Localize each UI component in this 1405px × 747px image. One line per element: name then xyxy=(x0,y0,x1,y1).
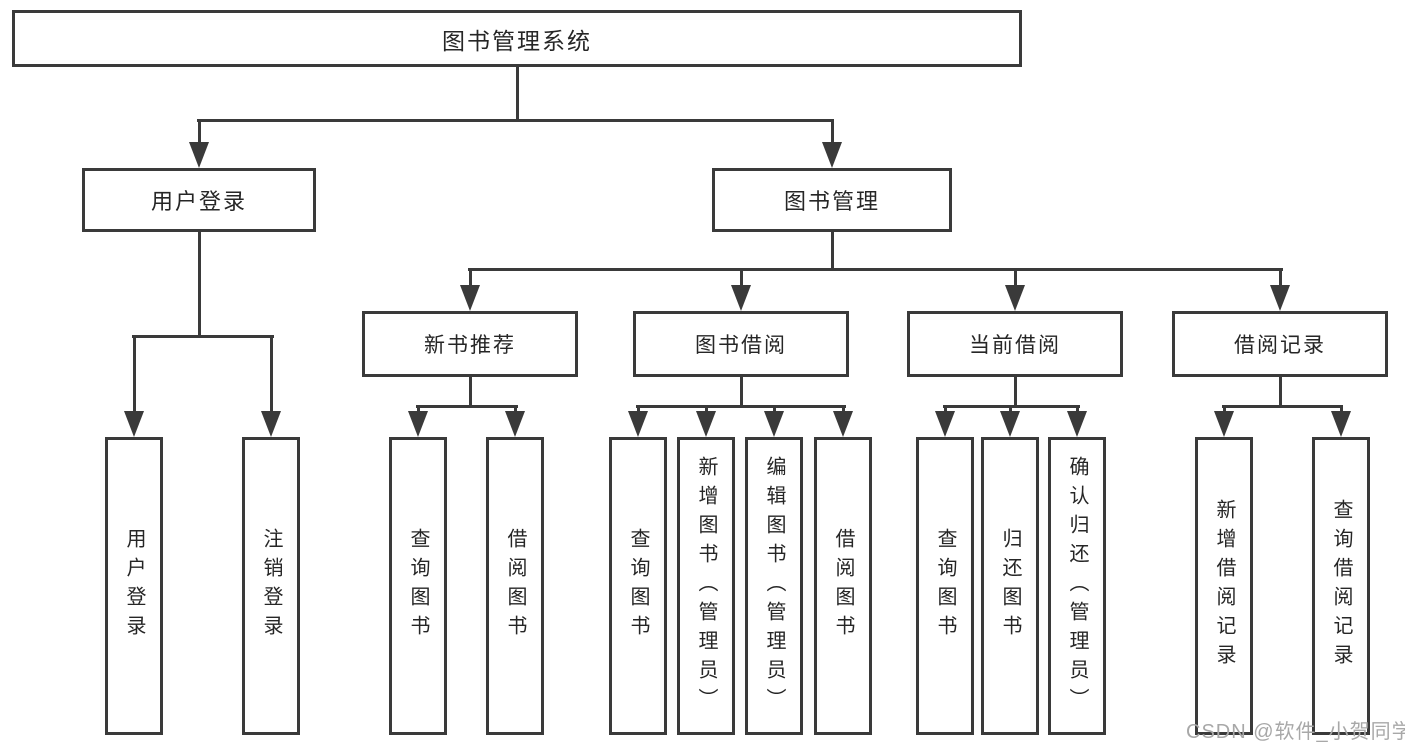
connector-line xyxy=(1014,377,1017,406)
connector-arrowhead xyxy=(261,411,281,437)
connector-line xyxy=(773,405,776,413)
connector-arrowhead xyxy=(935,411,955,437)
connector-arrowhead xyxy=(833,411,853,437)
connector-line xyxy=(740,268,743,288)
connector-line xyxy=(514,405,517,413)
connector-arrowhead xyxy=(1214,411,1234,437)
connector-line xyxy=(270,335,273,413)
connector-arrowhead xyxy=(731,285,751,311)
connector-arrowhead xyxy=(1331,411,1351,437)
leaf-borrow-query-books: 查询图书 xyxy=(609,437,667,735)
leaf-record-query-borrow-record: 查询借阅记录 xyxy=(1312,437,1370,735)
connector-arrowhead xyxy=(505,411,525,437)
connector-arrowhead xyxy=(1270,285,1290,311)
connector-line xyxy=(831,232,834,269)
connector-line xyxy=(1223,405,1226,413)
node-library-management-system: 图书管理系统 xyxy=(12,10,1022,67)
leaf-newbook-query-books: 查询图书 xyxy=(389,437,447,735)
node-current-borrow: 当前借阅 xyxy=(907,311,1123,377)
connector-line xyxy=(831,119,834,146)
connector-line xyxy=(516,67,519,120)
connector-arrowhead xyxy=(764,411,784,437)
connector-line xyxy=(133,335,136,413)
connector-arrowhead xyxy=(1005,285,1025,311)
connector-line xyxy=(469,268,472,288)
connector-arrowhead xyxy=(460,285,480,311)
connector-line xyxy=(1076,405,1079,413)
connector-line xyxy=(468,268,1283,271)
connector-arrowhead xyxy=(1000,411,1020,437)
connector-line xyxy=(636,405,846,408)
leaf-current-return-books: 归还图书 xyxy=(981,437,1039,735)
leaf-borrow-edit-books-admin: 编辑图书（管理员） xyxy=(745,437,803,735)
connector-line xyxy=(198,232,201,336)
node-book-borrow: 图书借阅 xyxy=(633,311,849,377)
connector-arrowhead xyxy=(696,411,716,437)
connector-arrowhead xyxy=(628,411,648,437)
connector-line xyxy=(198,119,201,146)
connector-line xyxy=(132,335,274,338)
connector-line xyxy=(842,405,845,413)
connector-line xyxy=(1222,405,1343,408)
connector-line xyxy=(705,405,708,413)
connector-line xyxy=(197,119,834,122)
connector-line xyxy=(944,405,947,413)
connector-line xyxy=(740,377,743,406)
connector-line xyxy=(637,405,640,413)
connector-line xyxy=(416,405,518,408)
connector-arrowhead xyxy=(408,411,428,437)
connector-line xyxy=(1279,377,1282,406)
connector-line xyxy=(469,377,472,406)
connector-line xyxy=(1279,268,1282,288)
leaf-logout: 注销登录 xyxy=(242,437,300,735)
connector-arrowhead xyxy=(822,142,842,168)
node-user-login-group: 用户登录 xyxy=(82,168,316,232)
connector-line xyxy=(1014,268,1017,288)
leaf-newbook-borrow-books: 借阅图书 xyxy=(486,437,544,735)
connector-line xyxy=(417,405,420,413)
connector-arrowhead xyxy=(189,142,209,168)
leaf-record-add-borrow-record: 新增借阅记录 xyxy=(1195,437,1253,735)
leaf-borrow-add-books-admin: 新增图书（管理员） xyxy=(677,437,735,735)
connector-arrowhead xyxy=(124,411,144,437)
connector-line xyxy=(1340,405,1343,413)
connector-line xyxy=(1009,405,1012,413)
node-borrow-record: 借阅记录 xyxy=(1172,311,1388,377)
leaf-user-login: 用户登录 xyxy=(105,437,163,735)
watermark: CSDN @软件_小贺同学 xyxy=(1186,721,1405,743)
leaf-current-confirm-return-admin: 确认归还（管理员） xyxy=(1048,437,1106,735)
node-new-book-recommend: 新书推荐 xyxy=(362,311,578,377)
connector-arrowhead xyxy=(1067,411,1087,437)
leaf-borrow-borrow-books: 借阅图书 xyxy=(814,437,872,735)
leaf-current-query-books: 查询图书 xyxy=(916,437,974,735)
node-book-management: 图书管理 xyxy=(712,168,952,232)
